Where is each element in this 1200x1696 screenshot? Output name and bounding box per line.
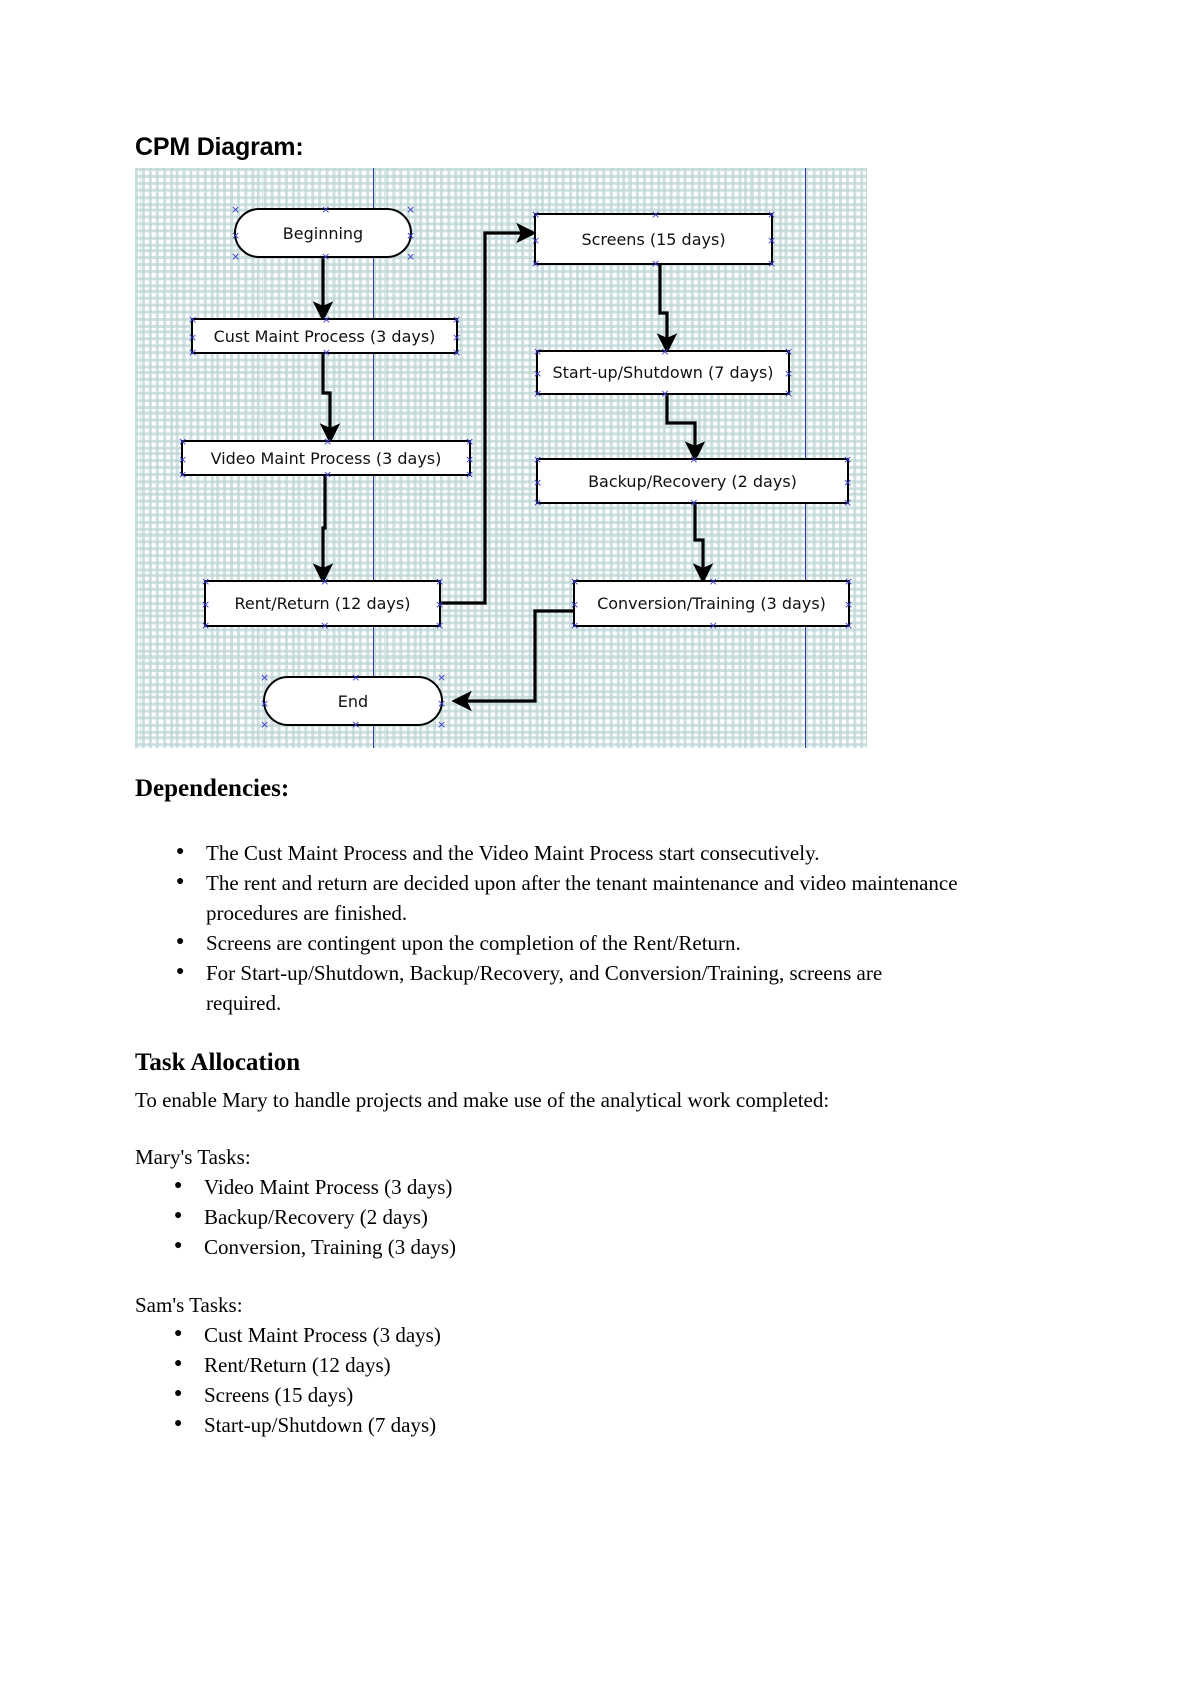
node-rent-return[interactable]: Rent/Return (12 days) — [204, 580, 441, 627]
edge-backup-conversion — [692, 493, 714, 584]
node-label: Video Maint Process (3 days) — [210, 448, 442, 468]
task-text: Video Maint Process (3 days) — [204, 1175, 453, 1199]
list-item: The rent and return are decided upon aft… — [170, 867, 960, 928]
node-end[interactable]: End — [263, 676, 443, 726]
edge-cust-video — [319, 353, 341, 444]
node-label: Backup/Recovery (2 days) — [588, 471, 797, 491]
list-item: Screens (15 days) — [168, 1379, 768, 1410]
dependency-text: Screens are contingent upon the completi… — [206, 931, 741, 955]
list-item: Cust Maint Process (3 days) — [168, 1319, 768, 1350]
node-beginning[interactable]: Beginning — [234, 208, 412, 258]
list-item: Video Maint Process (3 days) — [168, 1171, 768, 1202]
dependency-text: The rent and return are decided upon aft… — [206, 871, 958, 925]
task-text: Conversion, Training (3 days) — [204, 1235, 456, 1259]
node-label: Conversion/Training (3 days) — [597, 594, 826, 613]
node-backup-recovery[interactable]: Backup/Recovery (2 days) — [536, 458, 849, 504]
selection-handles — [178, 437, 474, 479]
mary-tasks-label: Mary's Tasks: — [135, 1145, 251, 1169]
list-item: Start-up/Shutdown (7 days) — [168, 1409, 768, 1440]
list-item: Conversion, Training (3 days) — [168, 1231, 768, 1262]
edge-rent-screens — [441, 222, 537, 605]
node-label: Start-up/Shutdown (7 days) — [552, 363, 774, 382]
node-cust-maint-process[interactable]: Cust Maint Process (3 days) — [191, 318, 458, 354]
node-conversion-training[interactable]: Conversion/Training (3 days) — [573, 580, 850, 627]
selection-handles — [570, 577, 853, 630]
edge-conversion-end — [451, 609, 573, 712]
node-label: End — [337, 691, 369, 711]
edge-screens-startup — [656, 265, 678, 354]
node-screens[interactable]: Screens (15 days) — [534, 213, 773, 265]
mary-tasks-list: Video Maint Process (3 days) Backup/Reco… — [168, 1171, 768, 1262]
selection-handles — [201, 577, 444, 630]
selection-handles — [188, 315, 461, 357]
dependency-text: The Cust Maint Process and the Video Mai… — [206, 841, 820, 865]
node-label: Screens (15 days) — [581, 229, 726, 249]
list-item: Screens are contingent upon the completi… — [170, 927, 960, 958]
dependencies-list: The Cust Maint Process and the Video Mai… — [170, 837, 960, 1018]
selection-handles — [533, 455, 852, 507]
node-label: Beginning — [282, 223, 364, 243]
list-item: The Cust Maint Process and the Video Mai… — [170, 837, 960, 868]
edge-video-rent — [312, 475, 334, 584]
selection-handles — [531, 210, 776, 268]
task-allocation-heading: Task Allocation — [135, 1049, 301, 1076]
task-text: Backup/Recovery (2 days) — [204, 1205, 428, 1229]
list-item: Rent/Return (12 days) — [168, 1349, 768, 1380]
node-startup-shutdown[interactable]: Start-up/Shutdown (7 days) — [536, 350, 790, 395]
node-video-maint-process[interactable]: Video Maint Process (3 days) — [181, 440, 471, 476]
dependencies-heading: Dependencies: — [135, 775, 290, 802]
task-text: Screens (15 days) — [204, 1383, 354, 1407]
node-label: Rent/Return (12 days) — [234, 594, 411, 613]
node-label: Cust Maint Process (3 days) — [213, 326, 436, 346]
cpm-diagram: Beginning Cust Maint Process (3 days) Vi… — [135, 168, 867, 748]
page-title: CPM Diagram: — [135, 133, 304, 161]
task-text: Cust Maint Process (3 days) — [204, 1323, 441, 1347]
edge-startup-backup — [665, 386, 706, 462]
list-item: Backup/Recovery (2 days) — [168, 1201, 768, 1232]
sam-tasks-list: Cust Maint Process (3 days) Rent/Return … — [168, 1319, 768, 1440]
selection-handles — [260, 673, 446, 729]
list-item: For Start-up/Shutdown, Backup/Recovery, … — [170, 957, 960, 1018]
sam-tasks-label: Sam's Tasks: — [135, 1293, 243, 1317]
task-text: Start-up/Shutdown (7 days) — [204, 1413, 437, 1437]
selection-handles — [231, 205, 415, 261]
task-allocation-intro: To enable Mary to handle projects and ma… — [135, 1088, 830, 1112]
selection-handles — [533, 347, 793, 398]
task-text: Rent/Return (12 days) — [204, 1353, 391, 1377]
dependency-text: For Start-up/Shutdown, Backup/Recovery, … — [206, 961, 883, 1015]
